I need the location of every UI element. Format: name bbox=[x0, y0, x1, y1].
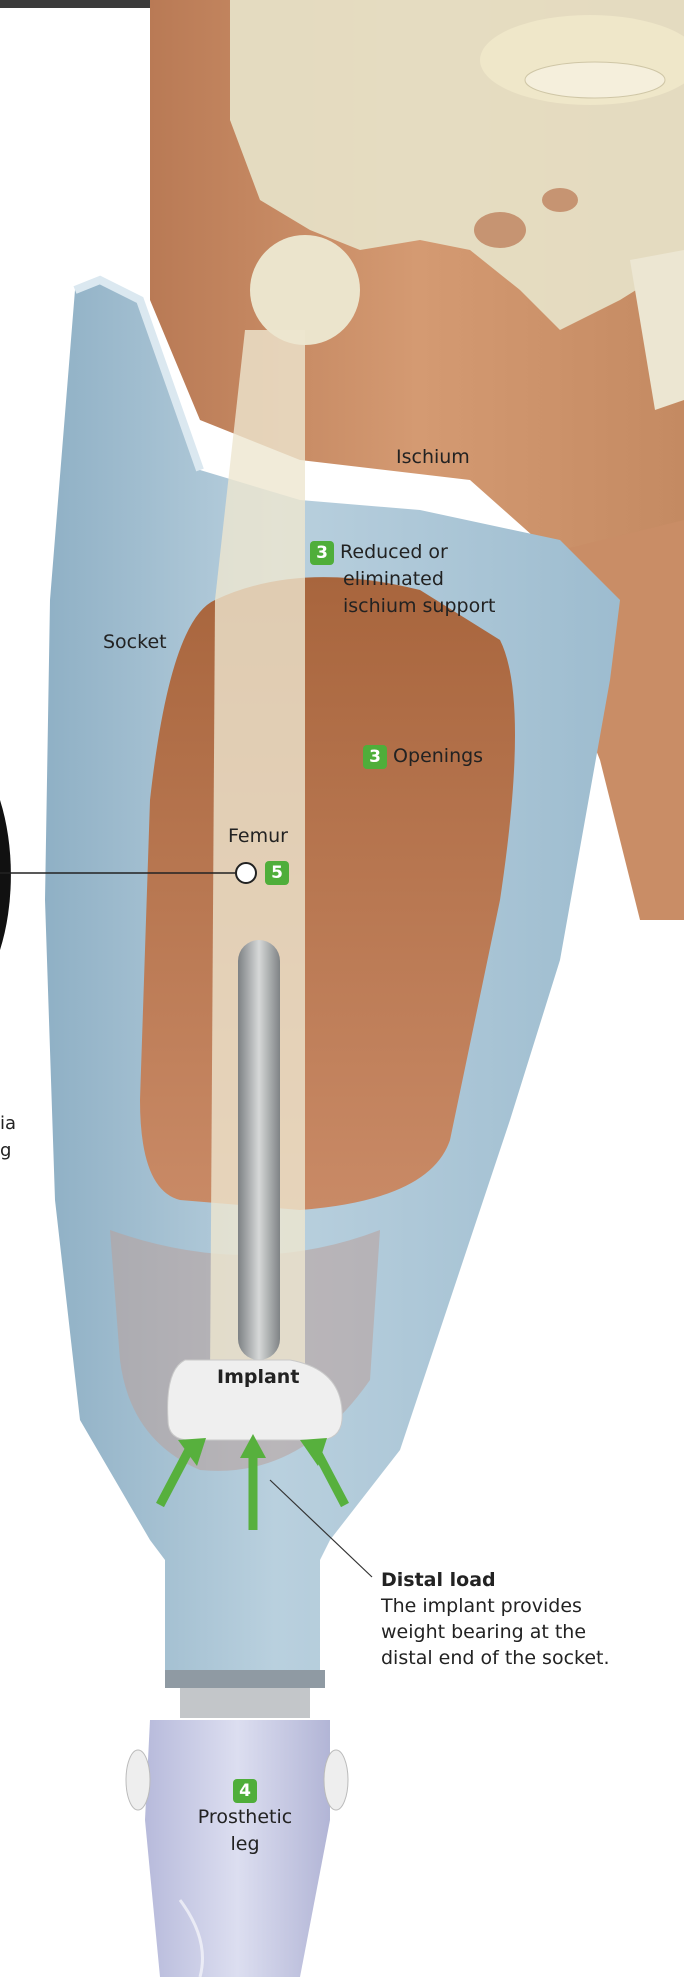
openings-label: 3 Openings bbox=[363, 743, 483, 770]
reduced-ischium-label: 3 Reduced or eliminated ischium support bbox=[310, 539, 495, 620]
reduced-ischium-line1: Reduced or bbox=[340, 541, 448, 563]
femur-marker bbox=[236, 863, 256, 883]
distal-load-text: Distal load The implant provides weight … bbox=[381, 1567, 610, 1671]
obturator-hole bbox=[474, 212, 526, 248]
prosthetic-leg-line1: Prosthetic bbox=[198, 1806, 292, 1828]
socket-label: Socket bbox=[103, 629, 167, 656]
reduced-ischium-line2: eliminated bbox=[310, 568, 444, 590]
femur-label: Femur bbox=[228, 823, 288, 850]
leg-knob-right bbox=[324, 1750, 348, 1810]
cropped-left-line2: g bbox=[0, 1140, 11, 1161]
distal-load-line1: The implant provides bbox=[381, 1595, 582, 1617]
sacral-hole bbox=[542, 188, 578, 212]
ischium-label: Ischium bbox=[396, 444, 470, 471]
vertebra-disc bbox=[525, 62, 665, 98]
femoral-head bbox=[250, 235, 360, 345]
distal-load-title: Distal load bbox=[381, 1569, 496, 1591]
femur-badge-wrap: 5 bbox=[265, 861, 289, 885]
step-3-openings-badge: 3 bbox=[363, 745, 387, 769]
step-3-badge: 3 bbox=[310, 541, 334, 565]
socket-adapter bbox=[180, 1688, 310, 1718]
leg-knob-left bbox=[126, 1750, 150, 1810]
step-5-badge: 5 bbox=[265, 861, 289, 885]
prosthetic-leg-label: 4 Prosthetic leg bbox=[180, 1777, 310, 1858]
reduced-ischium-line3: ischium support bbox=[310, 595, 495, 617]
socket-connector bbox=[165, 1670, 325, 1688]
prosthetic-leg-line2: leg bbox=[230, 1833, 259, 1855]
implant-rod bbox=[238, 940, 280, 1360]
distal-load-line2: weight bearing at the bbox=[381, 1621, 586, 1643]
cropped-left-line1: ia bbox=[0, 1113, 16, 1134]
distal-load-line3: distal end of the socket. bbox=[381, 1647, 610, 1669]
step-4-badge: 4 bbox=[233, 1779, 257, 1803]
cropped-left-text: ia g bbox=[0, 1110, 16, 1164]
cropped-callout-circle bbox=[0, 800, 11, 950]
openings-text: Openings bbox=[393, 745, 483, 767]
implant-label: Implant bbox=[217, 1364, 297, 1391]
